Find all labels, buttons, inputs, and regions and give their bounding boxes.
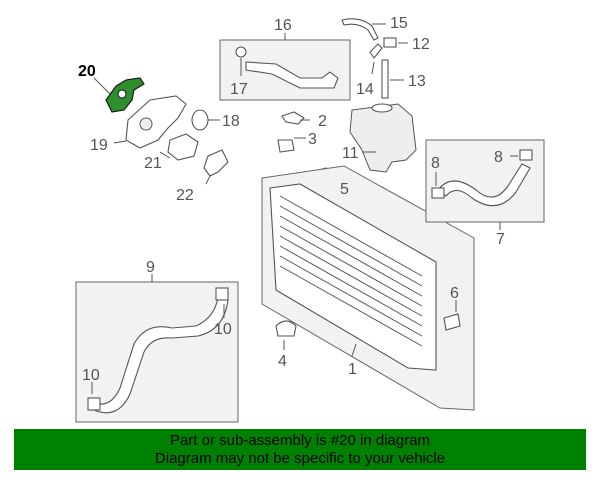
callout-8a: 8 [431,155,440,172]
callout-9: 9 [146,259,155,276]
pipe-13 [381,59,389,99]
callout-11: 11 [342,145,359,162]
callout-16: 16 [274,17,292,34]
callout-22: 22 [176,187,194,204]
callout-4: 4 [278,353,287,370]
gasket-18 [191,109,209,131]
callout-5: 5 [340,181,349,198]
drain-plug-6 [443,313,461,331]
callout-21: 21 [144,155,162,172]
banner-line-2: Diagram may not be specific to your vehi… [154,450,446,467]
group-box-9 [75,281,239,423]
radiator-assembly [261,165,475,411]
sensor-22 [203,149,229,177]
hose-14 [369,43,383,59]
reservoir-tank [349,103,417,173]
callout-3: 3 [308,131,317,148]
water-pipe [245,61,339,89]
callout-18: 18 [222,113,240,130]
mount-4 [275,320,297,337]
callout-19: 19 [90,137,108,154]
callout-1: 1 [348,361,357,378]
hose-15 [341,18,379,41]
callout-2: 2 [318,113,327,130]
callout-10b: 10 [214,321,232,338]
callout-13: 13 [408,73,426,90]
part-20-highlighted [105,77,145,113]
callout-14: 14 [356,81,374,98]
bracket-2 [281,111,305,125]
group-box-16 [219,39,351,101]
bushing-3 [277,139,295,153]
callout-15: 15 [390,15,408,32]
callout-10a: 10 [82,367,100,384]
housing-19 [125,95,187,149]
banner-line-1: Part or sub-assembly is #20 in diagram [169,432,431,449]
callout-6: 6 [450,285,459,302]
callout-8b: 8 [494,149,503,166]
callout-17: 17 [230,81,248,98]
callout-7: 7 [496,231,505,248]
group-box-7 [425,139,545,223]
callout-20: 20 [78,63,96,80]
thermostat-21 [167,133,199,161]
callout-12: 12 [412,36,430,53]
upper-hose [437,163,531,207]
clamp-12 [383,37,397,48]
info-banner: Part or sub-assembly is #20 in diagram D… [14,429,586,470]
